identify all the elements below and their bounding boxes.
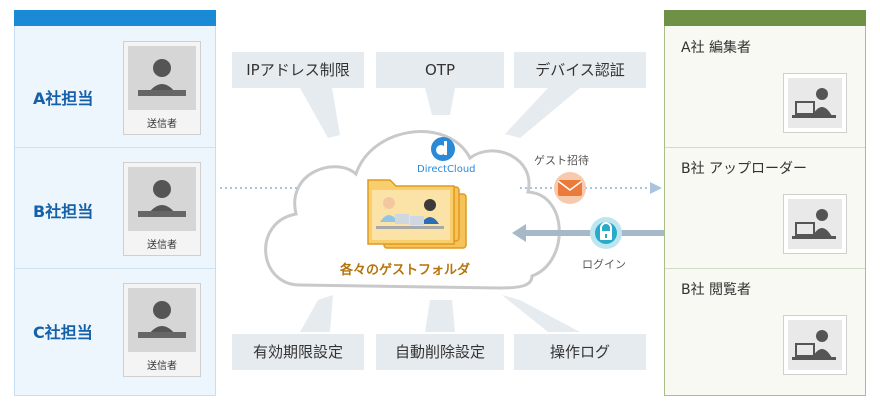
laptop-user-icon [788, 320, 842, 370]
beam-top-left [300, 88, 340, 138]
left-row-label: A社担当 [33, 89, 94, 108]
right-row-label: B社 アップローダー [681, 161, 808, 177]
laptop-user-icon [788, 199, 842, 249]
sender-caption: 送信者 [147, 119, 177, 130]
person-icon [128, 46, 196, 110]
guest-card [783, 315, 847, 375]
right-row-a-editor: A社 編集者 [665, 27, 865, 148]
left-row-a: A社担当 送信者 [15, 27, 215, 148]
left-row-b: B社担当 送信者 [15, 148, 215, 269]
lock-icon [590, 217, 622, 249]
person-icon [128, 167, 196, 231]
right-row-b-uploader: B社 アップローダー [665, 148, 865, 269]
mail-icon [554, 172, 586, 204]
right-row-b-viewer: B社 閲覧者 [665, 269, 865, 390]
invite-arrowhead [650, 182, 662, 194]
right-row-label: A社 編集者 [681, 40, 752, 56]
feature-otp: OTP [376, 52, 504, 88]
feature-device-auth: デバイス認証 [514, 52, 646, 88]
login-arrowhead [512, 224, 526, 242]
beam-bottom-center [425, 300, 455, 332]
sender-caption: 送信者 [147, 240, 177, 251]
folder-icon [367, 179, 467, 249]
feature-operation-log: 操作ログ [514, 334, 646, 370]
right-row-label: B社 閲覧者 [681, 282, 752, 298]
sender-caption: 送信者 [147, 361, 177, 372]
laptop-user-icon [788, 78, 842, 128]
beam-bottom-left [300, 295, 333, 332]
sender-card: 送信者 [123, 162, 201, 256]
feature-auto-delete-setting: 自動削除設定 [376, 334, 504, 370]
feature-expiry-setting: 有効期限設定 [232, 334, 364, 370]
directcloud-logo-icon [431, 137, 455, 161]
right-panel-guests: A社 編集者 B社 アップローダー [664, 10, 866, 396]
sender-card: 送信者 [123, 41, 201, 135]
beam-top-right [505, 88, 580, 138]
guest-card [783, 73, 847, 133]
left-row-label: B社担当 [33, 202, 94, 221]
feature-ip-restriction: IPアドレス制限 [232, 52, 364, 88]
guest-invite-label: ゲスト招待 [534, 154, 589, 167]
sender-card: 送信者 [123, 283, 201, 377]
left-panel-senders: A社担当 送信者 B社担当 [14, 10, 216, 396]
right-panel-header-bar [664, 10, 866, 26]
person-icon [128, 288, 196, 352]
beam-top-center [425, 88, 455, 115]
directcloud-brand-label: DirectCloud [417, 164, 476, 175]
guest-folder-label: 各々のゲストフォルダ [340, 263, 471, 278]
beam-bottom-right [502, 295, 580, 332]
login-label: ログイン [582, 258, 626, 271]
guest-card [783, 194, 847, 254]
left-row-label: C社担当 [33, 323, 93, 342]
left-panel-header-bar [14, 10, 216, 26]
left-row-c: C社担当 送信者 [15, 269, 215, 390]
